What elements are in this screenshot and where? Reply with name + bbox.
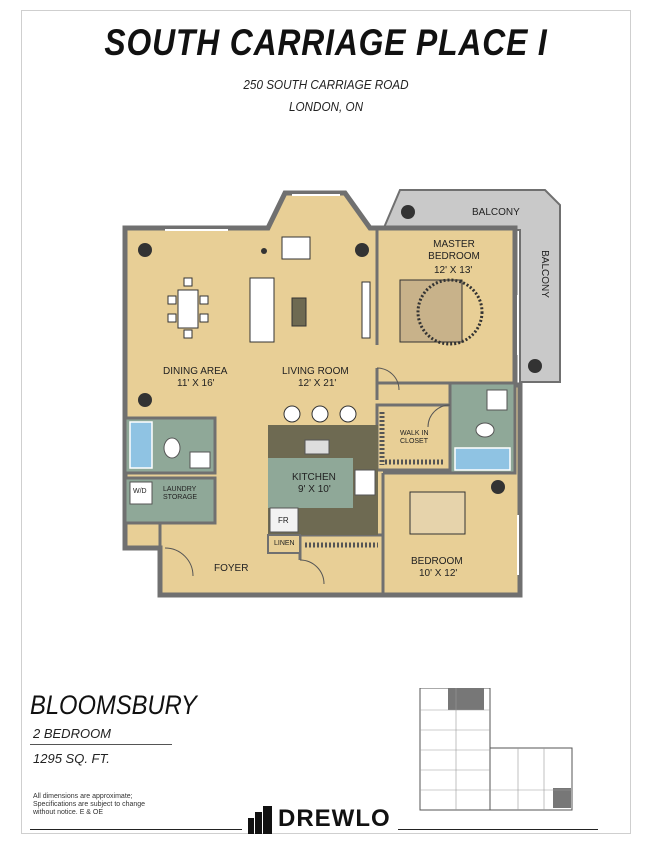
model-name: BLOOMSBURY [30, 690, 197, 720]
living-label: LIVING ROOM [282, 366, 349, 377]
model-divider [30, 744, 172, 745]
coffee-table [291, 297, 307, 327]
model-area: 1295 SQ. FT. [33, 751, 110, 766]
master-bedroom-size: 12' X 13' [434, 265, 473, 276]
linen-label: LINEN [274, 540, 295, 547]
walkin-closet-label: WALK IN CLOSET [400, 430, 429, 445]
address-city: LONDON, ON [288, 99, 364, 114]
page-border [21, 10, 631, 834]
dining-label: DINING AREA [163, 366, 228, 377]
key-plan [419, 688, 573, 811]
bed [409, 491, 466, 535]
logo-rule-left [30, 829, 242, 830]
model-bedrooms: 2 BEDROOM [33, 726, 112, 741]
drewlo-logo: DREWLO [248, 803, 391, 835]
dining-size: 11' X 16' [177, 378, 215, 389]
logo-rule-right [398, 829, 598, 830]
living-size: 12' X 21' [298, 378, 337, 389]
wd-label: W/D [133, 488, 147, 495]
bedroom-size: 10' X 12' [419, 568, 458, 579]
foyer-label: FOYER [214, 563, 249, 574]
laundry-label: LAUNDRY STORAGE [163, 486, 198, 501]
kitchen-size: 9' X 10' [298, 484, 331, 495]
kitchen-floor [268, 458, 353, 508]
armchair [281, 236, 311, 260]
master-bedroom-label: MASTER BEDROOM [428, 239, 480, 262]
balcony-side-label: BALCONY [538, 250, 550, 298]
sofa [249, 277, 275, 343]
kitchen-label: KITCHEN [292, 472, 336, 483]
master-bed [399, 279, 463, 343]
building-title: SOUTH CARRIAGE PLACE I [104, 22, 548, 63]
address-street: 250 SOUTH CARRIAGE ROAD [243, 77, 409, 92]
disclaimer: All dimensions are approximate; Specific… [33, 793, 146, 816]
logo-text: DREWLO [278, 805, 391, 832]
fridge-label: FR [278, 516, 289, 525]
bedroom-label: BEDROOM [411, 556, 463, 567]
dining-table [167, 277, 209, 339]
walkin-closet [375, 403, 452, 472]
building-icon [248, 806, 272, 834]
balcony-label: BALCONY [472, 207, 520, 218]
